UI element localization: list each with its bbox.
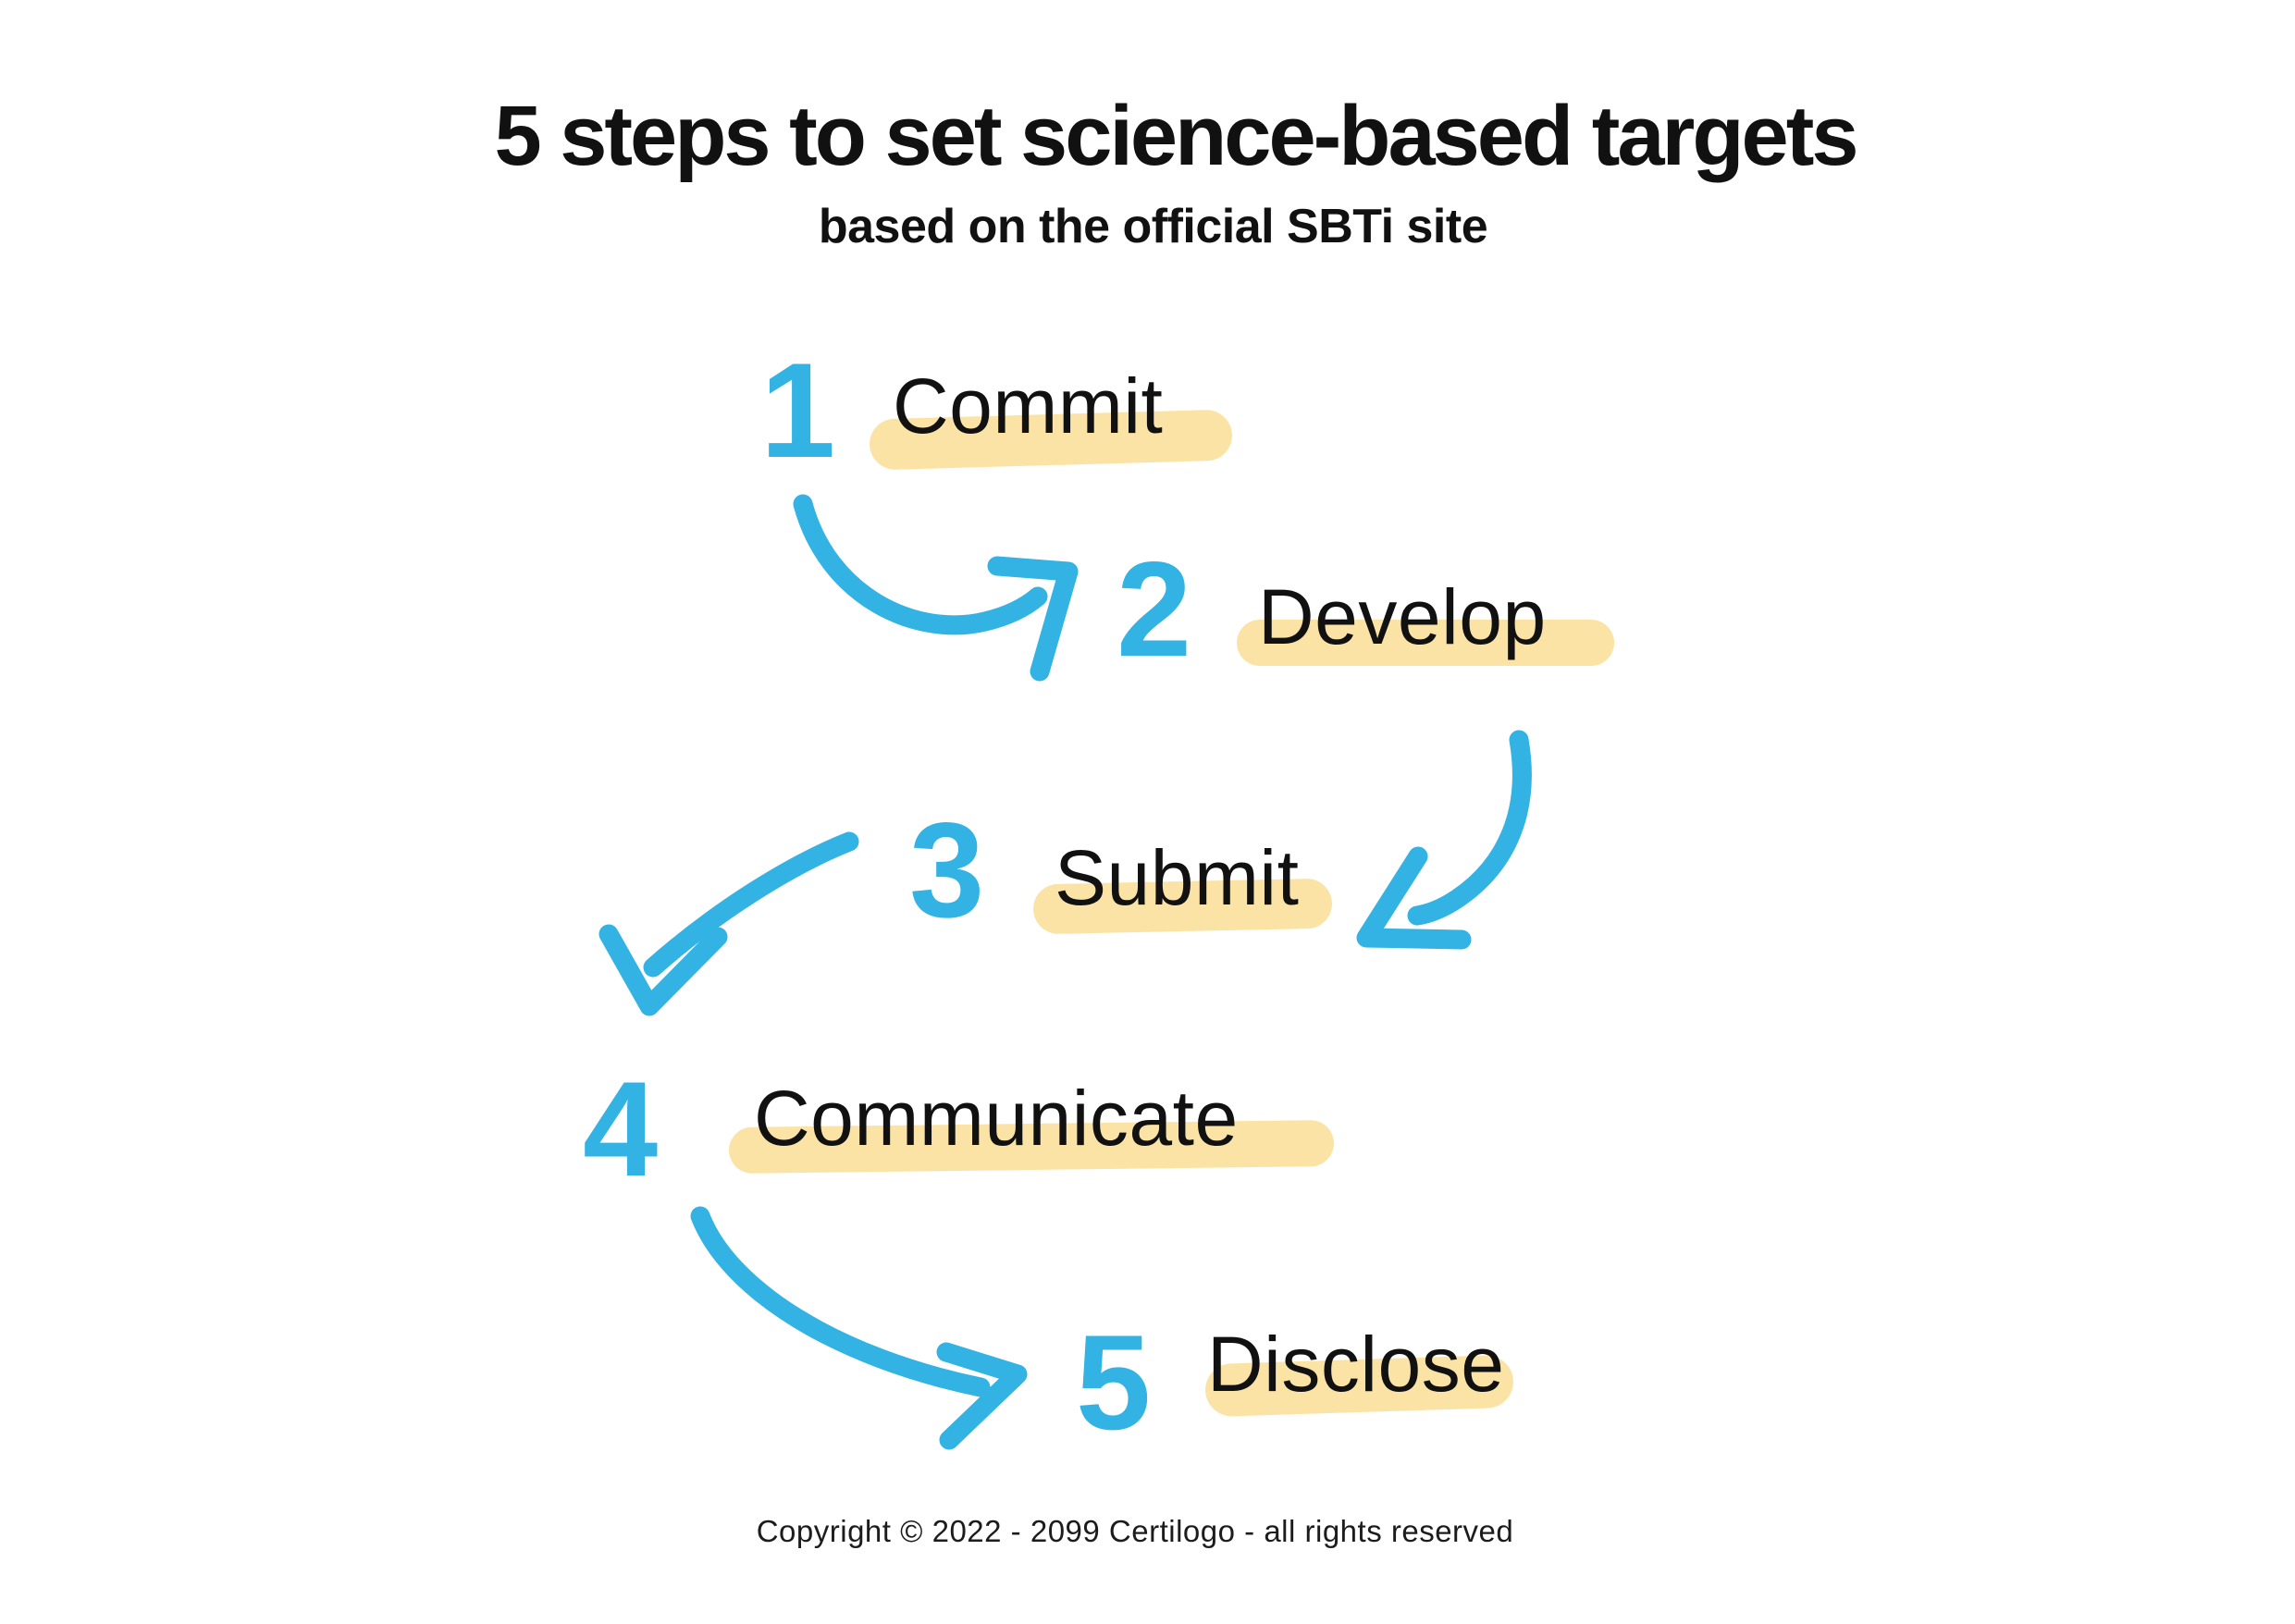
step-2-highlight: [1237, 620, 1614, 666]
step-4-number: 4: [583, 1053, 659, 1204]
step-5-label: Disclose: [1204, 1325, 1514, 1418]
step-5-label-text: Disclose: [1207, 1321, 1505, 1408]
step-1-label: Commit: [869, 367, 1233, 471]
step-1-label-text: Commit: [893, 363, 1164, 449]
curved-arrow-1-to-2-icon: [793, 494, 1079, 682]
page-title: 5 steps to set science-based targets: [494, 89, 1859, 183]
step-3-label-text: Submit: [1055, 834, 1300, 921]
copyright-text: Copyright © 2022 - 2099 Certilogo - all …: [756, 1514, 1514, 1548]
step-5-number: 5: [1076, 1307, 1152, 1458]
step-2-number: 2: [1117, 534, 1192, 684]
curved-arrow-4-to-5-icon: [690, 1206, 1028, 1450]
step-2-label: Develop: [1237, 578, 1614, 666]
page-subtitle: based on the official SBTi site: [818, 200, 1488, 253]
curved-arrow-2-to-3-icon: [1356, 730, 1532, 950]
step-4-label: Communicate: [728, 1079, 1335, 1174]
curved-arrow-3-to-4-icon: [598, 831, 859, 1016]
step-2-label-text: Develop: [1258, 573, 1547, 660]
step-4-label-text: Communicate: [754, 1075, 1239, 1162]
step-1-number: 1: [760, 335, 836, 486]
step-3-label: Submit: [1032, 839, 1333, 935]
step-3-number: 3: [909, 794, 985, 945]
